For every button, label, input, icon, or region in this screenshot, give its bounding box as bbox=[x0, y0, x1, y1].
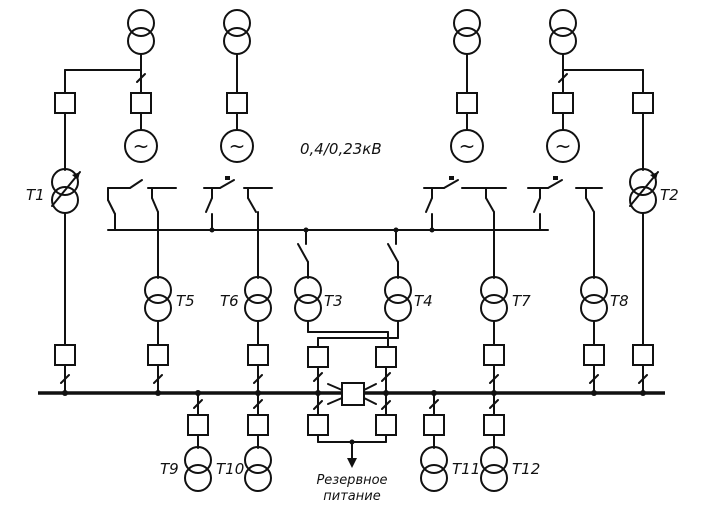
label-t10: T10 bbox=[216, 460, 244, 478]
t1-feeder bbox=[51, 69, 142, 396]
switch-row bbox=[107, 176, 603, 233]
label-t4: T4 bbox=[414, 292, 433, 310]
t6-feeder bbox=[244, 229, 272, 396]
label-t9: T9 bbox=[160, 460, 179, 478]
label-t3: T3 bbox=[324, 292, 343, 310]
t7-feeder bbox=[480, 229, 508, 396]
label-t2: T2 bbox=[660, 186, 679, 204]
t8-feeder bbox=[580, 211, 608, 396]
label-t12: T12 bbox=[512, 460, 540, 478]
label-t5: T5 bbox=[176, 292, 195, 310]
generator-unit-4 bbox=[546, 9, 580, 163]
t10-feeder bbox=[244, 392, 272, 492]
reserve-label-line1: Резервное bbox=[316, 473, 387, 488]
t9-feeder bbox=[184, 390, 212, 492]
t2-feeder bbox=[562, 69, 659, 396]
generator-symbol-4: ~ bbox=[555, 134, 572, 158]
generator-unit-1 bbox=[124, 9, 158, 163]
t5-feeder bbox=[144, 229, 172, 396]
label-t7: T7 bbox=[512, 292, 531, 310]
voltage-label: 0,4/0,23кВ bbox=[300, 140, 382, 158]
label-t8: T8 bbox=[610, 292, 629, 310]
label-t1: T1 bbox=[26, 186, 45, 204]
label-t6: T6 bbox=[220, 292, 239, 310]
t3-t4-reserve-block bbox=[294, 229, 412, 468]
generator-symbol-1: ~ bbox=[133, 134, 150, 158]
generator-unit-2 bbox=[220, 9, 254, 163]
label-t11: T11 bbox=[452, 460, 480, 478]
generator-unit-3 bbox=[450, 9, 484, 163]
t11-feeder bbox=[420, 390, 448, 492]
t12-feeder bbox=[480, 392, 508, 492]
generator-symbol-2: ~ bbox=[229, 134, 246, 158]
reserve-label-line2: питание bbox=[323, 489, 380, 504]
generator-symbol-3: ~ bbox=[459, 134, 476, 158]
